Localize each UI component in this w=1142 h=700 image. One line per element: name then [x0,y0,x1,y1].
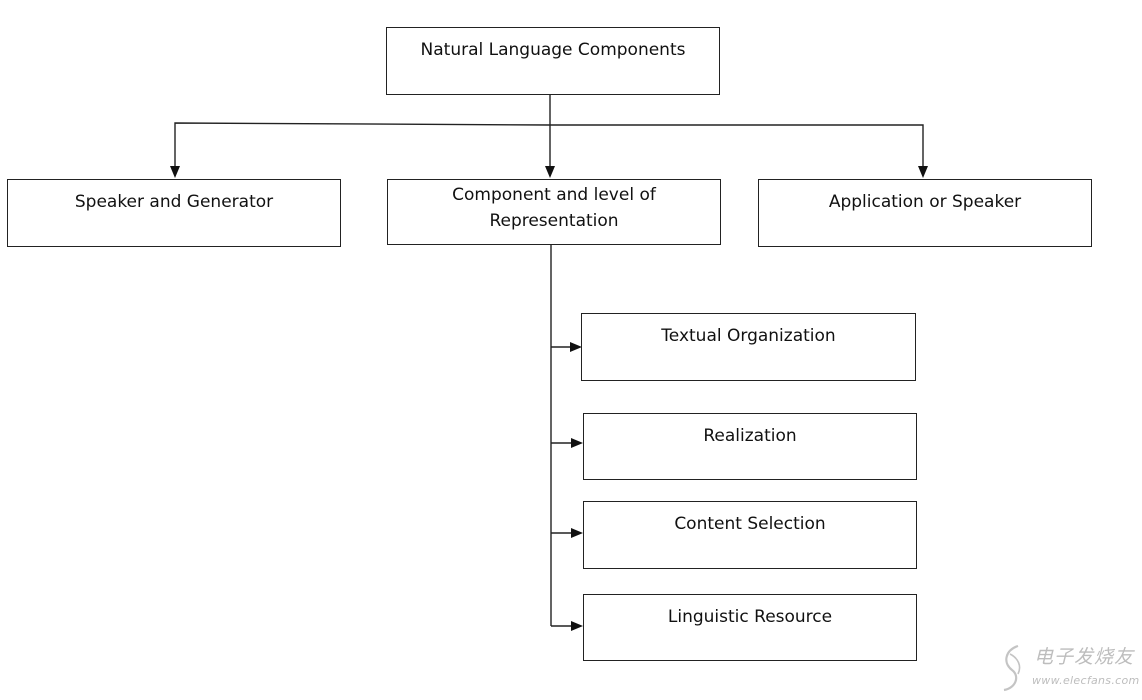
content-selection-label: Content Selection [674,514,826,534]
linguistic-resource-label: Linguistic Resource [667,607,833,627]
application-speaker-label: Application or Speaker [828,192,1022,212]
arrowhead-speaker-icon [170,166,180,178]
component-level-node: Component and level of Representation [387,179,721,245]
watermark-brand: 电子发烧友 [1034,646,1135,668]
arrowhead-linguistic-icon [571,621,583,631]
watermark-url: www.elecfans.com [1032,674,1140,687]
content-selection-node: Content Selection [583,501,917,569]
top-branch-line [174,122,924,168]
arrowhead-content-icon [571,528,583,538]
application-speaker-node: Application or Speaker [758,179,1092,247]
linguistic-resource-node: Linguistic Resource [583,594,917,661]
arrowhead-application-icon [918,166,928,178]
speaker-generator-node: Speaker and Generator [7,179,341,247]
textual-organization-label: Textual Organization [661,326,836,346]
realization-node: Realization [583,413,917,480]
watermark-logo-icon [1003,644,1021,692]
arrowhead-realization-icon [571,438,583,448]
root-node-label: Natural Language Components [420,40,686,60]
component-level-label-line2: Representation [489,211,619,231]
textual-organization-node: Textual Organization [581,313,916,381]
realization-label: Realization [703,426,797,446]
root-node: Natural Language Components [386,27,720,95]
speaker-generator-label: Speaker and Generator [74,192,274,212]
arrowhead-component-icon [545,166,555,178]
watermark: 电子发烧友 www.elecfans.com [988,640,1140,696]
component-level-label-line1: Component and level of [452,185,656,205]
arrowhead-textual-icon [570,342,582,352]
